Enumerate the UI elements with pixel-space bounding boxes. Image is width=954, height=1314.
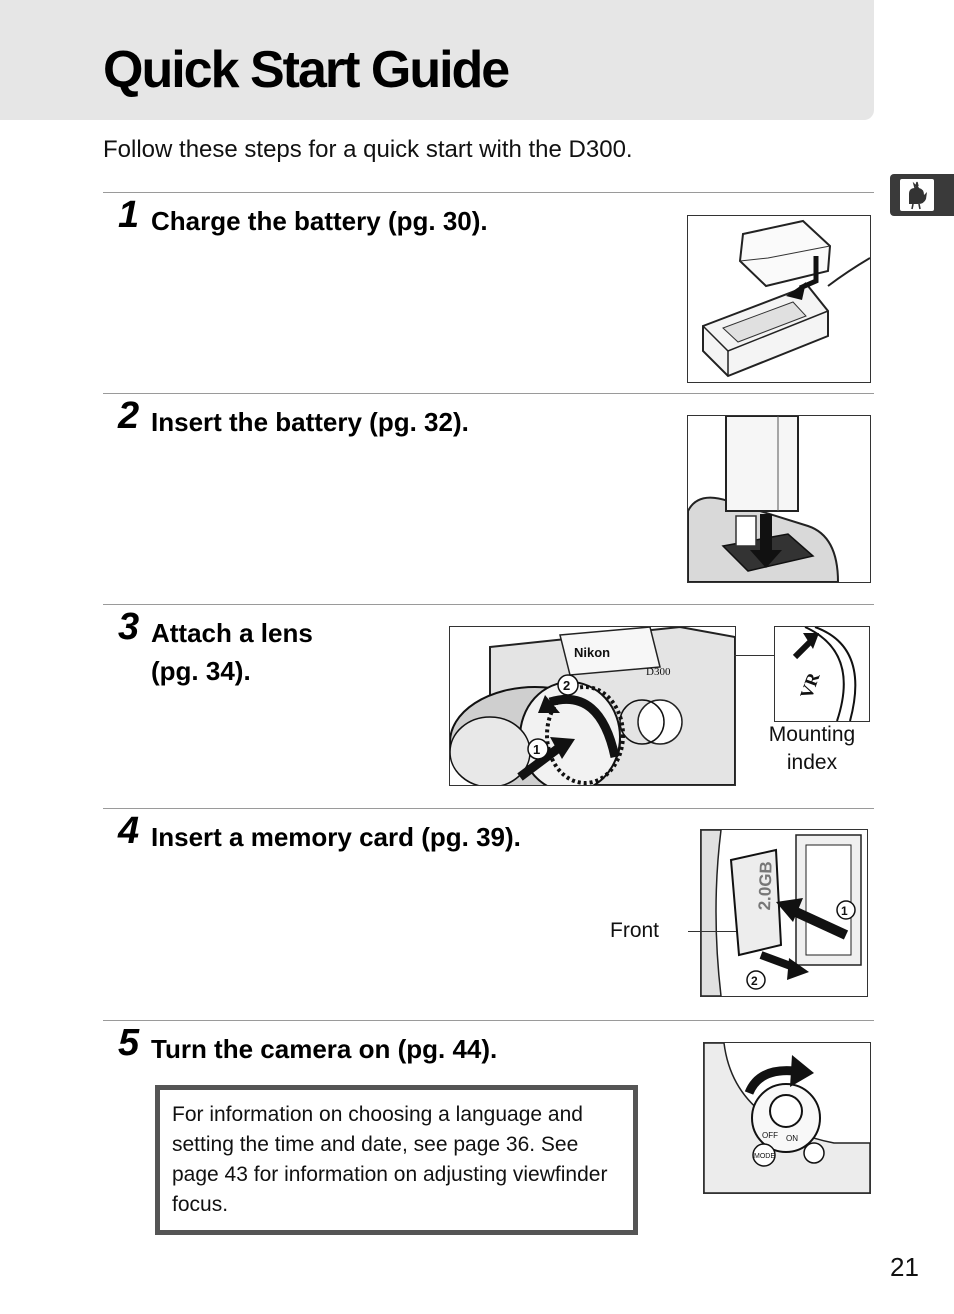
header-band: [0, 0, 874, 120]
mounting-index-detail: VR: [774, 626, 870, 722]
step-divider: [103, 192, 874, 193]
step-title: Insert a memory card (pg. 39).: [151, 822, 521, 852]
power-switch-illustration: OFF ON MODE: [703, 1042, 871, 1194]
step-divider: [103, 808, 874, 809]
step-title: Insert the battery (pg. 32).: [151, 407, 469, 437]
mode-button-label: MODE: [754, 1153, 775, 1160]
rooster-icon: [900, 179, 934, 211]
step-number: 3: [118, 606, 140, 648]
model-label: D300: [646, 666, 671, 678]
mounting-index-callout: Mounting index: [752, 721, 872, 777]
step-number: 2: [118, 395, 140, 437]
step-title-continued: (pg. 34).: [151, 656, 251, 686]
leader-line: [734, 655, 774, 656]
intro-text: Follow these steps for a quick start wit…: [103, 136, 633, 163]
battery-charger-illustration: [687, 215, 871, 383]
step-number: 1: [118, 194, 140, 236]
memory-card-illustration: 2.0GB 1 2: [700, 829, 868, 997]
step-divider: [103, 393, 874, 394]
step-number: 5: [118, 1022, 140, 1064]
front-callout: Front: [610, 919, 660, 942]
callout-two-label: 2: [751, 974, 758, 988]
step-number: 4: [118, 810, 140, 852]
step-title: Turn the camera on (pg. 44).: [151, 1034, 498, 1064]
callout-two-label: 2: [563, 678, 570, 693]
callout-line: Mounting: [768, 723, 856, 746]
battery-insert-illustration: [687, 415, 871, 583]
brand-label: Nikon: [574, 645, 610, 660]
switch-off-label: OFF: [762, 1131, 778, 1140]
step-divider: [103, 1020, 874, 1021]
page-number: 21: [890, 1252, 919, 1282]
page-title: Quick Start Guide: [103, 41, 510, 99]
leader-line: [688, 931, 736, 932]
card-capacity-label: 2.0GB: [755, 861, 776, 911]
switch-on-label: ON: [786, 1134, 798, 1143]
callout-one-label: 1: [841, 904, 848, 918]
step-title: Attach a lens: [151, 618, 313, 648]
step-divider: [103, 604, 874, 605]
callout-line: index: [786, 751, 838, 774]
step-title: Charge the battery (pg. 30).: [151, 206, 488, 236]
callout-one-label: 1: [533, 742, 540, 757]
note-box: For information on choosing a language a…: [155, 1085, 638, 1235]
lens-attach-illustration: Nikon D300 2 1: [449, 626, 736, 786]
chapter-tab[interactable]: [890, 174, 954, 216]
